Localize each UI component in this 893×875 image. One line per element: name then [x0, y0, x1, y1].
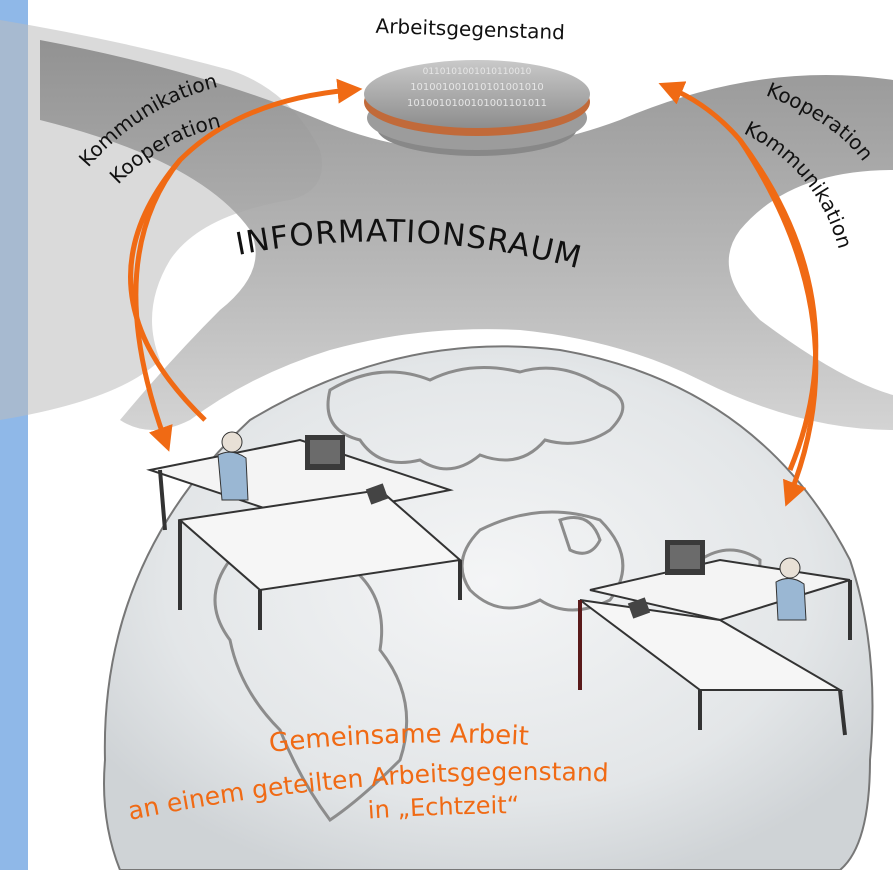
caption-line-3: in „Echtzeit“: [367, 791, 519, 824]
left-workstation: [146, 431, 463, 630]
work-object-disc: 0110101001010110010 10100100101010100101…: [364, 60, 590, 156]
left-arrow-to-globe: [133, 158, 182, 452]
information-space-main: [40, 40, 893, 430]
right-arrow-to-globe: [737, 138, 819, 507]
binary-line-2: 101001001010101001010: [410, 82, 544, 93]
binary-line-3: 1010010100101001101011: [407, 98, 547, 109]
right-workstation: [578, 540, 852, 736]
right-arrow-to-object: [658, 81, 819, 471]
object-label: Arbeitsgegenstand: [375, 14, 565, 45]
continent-asia-outline: [460, 510, 625, 612]
continent-europe-outline: [326, 366, 625, 471]
binary-line-1: 0110101001010110010: [423, 67, 532, 77]
